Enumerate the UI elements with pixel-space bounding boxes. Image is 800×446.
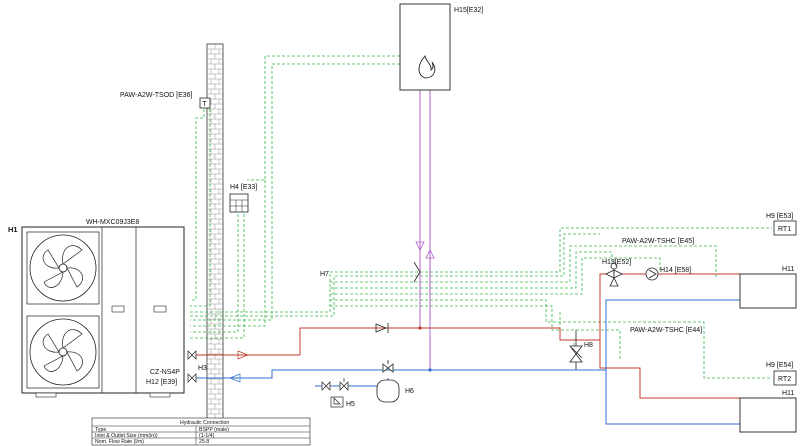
fan-icon	[26, 231, 100, 305]
controller-ref-label: H12 [E39]	[146, 379, 177, 386]
circulation-pump	[645, 267, 659, 281]
h3-label: H3	[198, 365, 207, 372]
emitter-top: H11	[739, 266, 797, 309]
h7-label: H7	[320, 271, 329, 278]
outdoor-unit: H1 WH-MXC09J3E8 CZ-NS4P H12 [E39]	[8, 219, 185, 398]
rt1-label: RT1	[778, 226, 791, 233]
mixing-valve	[605, 262, 623, 287]
table-row-value: 25.8	[199, 439, 209, 445]
flame-icon	[418, 54, 436, 79]
rt2-label: RT2	[778, 376, 791, 383]
room-thermostat-rt1: H9 [E53] RT1	[766, 213, 797, 236]
outdoor-sensor: PAW-A2W-TSOD [E36] T	[120, 92, 211, 109]
h6-label: H6	[405, 388, 414, 395]
check-valve	[375, 323, 389, 333]
remote-controller: H4 [E33]	[229, 184, 257, 213]
signal-wiring	[190, 55, 772, 379]
hydraulic-connection-table: Hydraulic Connection Type BSPP (male) In…	[91, 417, 311, 446]
emitter-bottom: H11	[739, 390, 797, 433]
table-row-value: BSPP (male)	[199, 427, 229, 433]
isolation-valves	[187, 350, 249, 383]
h9-bottom-label: H9 [E54]	[766, 362, 793, 369]
h9-top-label: H9 [E53]	[766, 213, 793, 220]
outdoor-unit-model: WH-MXC09J3E8	[86, 219, 139, 226]
filling-valves	[321, 378, 349, 408]
h13-label: H13[E52]	[602, 259, 631, 266]
table-row-value: (1-1/4)	[199, 433, 215, 439]
tshc-top-label: PAW-A2W-TSHC [E45]	[622, 238, 694, 245]
table-row-label: Nom. Flow Rate (l/m)	[95, 439, 144, 445]
h11-top-label: H11	[782, 266, 794, 273]
h1-label: H1	[8, 225, 18, 234]
outdoor-sensor-label: PAW-A2W-TSOD [E36]	[120, 92, 193, 99]
table-row-label: Type	[95, 427, 106, 433]
h14-label: H14 [E58]	[660, 267, 691, 274]
bypass-valve	[569, 330, 583, 370]
boiler-label: H15[E32]	[454, 7, 483, 14]
expansion-vessel	[376, 360, 400, 403]
h11-bottom-label: H11	[782, 390, 794, 397]
boiler-unit: H15[E32]	[399, 3, 483, 283]
tshc-bottom-label: PAW-A2W-TSHC [E44]	[630, 327, 702, 334]
table-row-label: Inlet & Outlet Size (mm(in))	[95, 433, 158, 439]
remote-label: H4 [E33]	[230, 184, 257, 191]
fan-icon	[26, 315, 100, 389]
controller-label: CZ-NS4P	[150, 369, 180, 376]
room-thermostat-rt2: H9 [E54] RT2	[766, 362, 797, 386]
h8-label: H8	[584, 342, 593, 349]
table-title: Hydraulic Connection	[180, 420, 229, 426]
h5-label: H5	[346, 401, 355, 408]
sensor-t-letter: T	[203, 101, 208, 108]
